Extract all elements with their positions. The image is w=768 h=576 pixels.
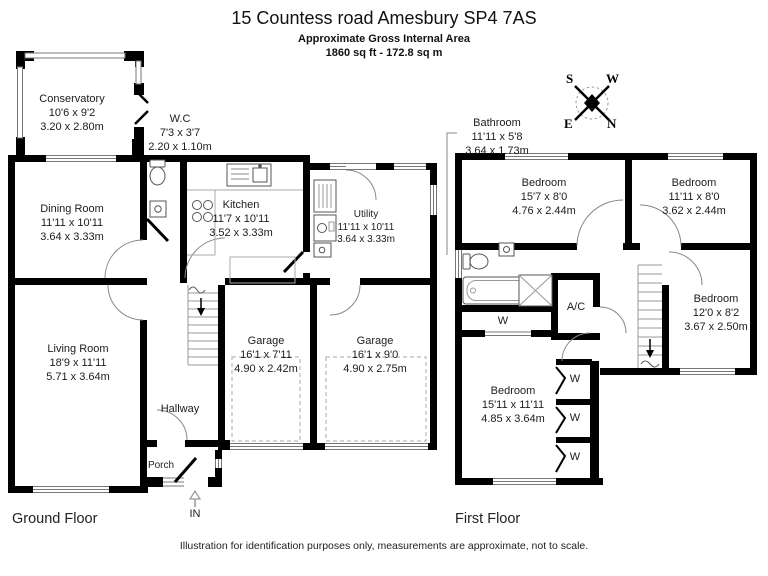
- area-value: 1860 sq ft - 172.8 sq m: [325, 47, 443, 59]
- first-floor-graphic: [446, 132, 757, 485]
- utility-appliance-icons: [313, 179, 337, 258]
- ground-door-arcs: [104, 169, 377, 441]
- shower-icon: [518, 274, 553, 307]
- room-label-bedroom-front-right: Bedroom 11'11 x 8'0 3.62 x 2.44m: [662, 177, 726, 217]
- conservatory-glazing: [17, 52, 142, 139]
- ground-door-leaves: [145, 217, 305, 483]
- first-windows: [455, 153, 735, 485]
- first-floor-plan: Bathroom 11'11 x 5'8 3.64 x 1.73m Bedroo…: [443, 115, 768, 495]
- entrance-arrow: [188, 489, 202, 507]
- area-label: Approximate Gross Internal Area: [298, 33, 470, 45]
- bathtub-icon: [462, 276, 532, 305]
- entrance-label: IN: [189, 508, 201, 520]
- wardrobe-label-bathroom-strip: W: [497, 315, 509, 327]
- bathroom-basin-icon: [498, 242, 515, 257]
- bathroom-toilet-icon: [462, 253, 489, 270]
- page-title: 15 Countess road Amesbury SP4 7AS: [231, 8, 537, 28]
- wardrobe-label-3: W: [569, 451, 581, 463]
- room-label-wc: W.C 7'3 x 3'7 2.20 x 1.10m: [148, 113, 212, 153]
- kitchen-hob-icon: [192, 200, 213, 222]
- compass-star-icon: [574, 85, 610, 121]
- first-stairs: [637, 264, 662, 368]
- compass-west: W: [606, 71, 619, 86]
- first-stairs-arrow: [640, 339, 660, 368]
- ground-floor-plan: Conservatory 10'6 x 9'2 3.20 x 2.80m W.C…: [8, 45, 440, 520]
- kitchen-sink-icon: [226, 163, 272, 187]
- compass: S W E N: [553, 63, 631, 141]
- disclaimer-text: Illustration for identification purposes…: [179, 540, 589, 552]
- compass-east: E: [564, 116, 573, 131]
- ground-stairs-arrow: [188, 286, 206, 316]
- room-label-living-room: Living Room 18'9 x 11'11 5.71 x 3.64m: [46, 343, 110, 383]
- wc-toilet-icon: [149, 159, 166, 186]
- ground-floor-graphic: [8, 51, 437, 507]
- wardrobe-bifold-doors: [555, 366, 567, 473]
- room-label-conservatory: Conservatory 10'6 x 9'2 3.20 x 2.80m: [39, 93, 105, 133]
- first-floor-label: First Floor: [455, 511, 521, 527]
- ground-stairs: [187, 285, 218, 366]
- wc-basin-icon: [149, 200, 167, 218]
- room-label-bathroom: Bathroom 11'11 x 5'8 3.64 x 1.73m: [465, 117, 529, 157]
- first-door-arcs: [561, 199, 703, 362]
- wardrobe-label-2: W: [569, 412, 581, 424]
- room-label-bedroom-front-left: Bedroom 15'7 x 8'0 4.76 x 2.44m: [512, 177, 576, 217]
- utility-door-gap: [346, 163, 376, 170]
- room-label-ac: A/C: [566, 301, 586, 313]
- compass-south: S: [566, 71, 574, 86]
- room-label-garage-right: Garage 16'1 x 9'0 4.90 x 2.75m: [343, 335, 407, 375]
- compass-north: N: [607, 116, 617, 131]
- kitchen-counters: [187, 189, 303, 284]
- room-label-kitchen: Kitchen 11'7 x 10'11 3.52 x 3.33m: [209, 199, 273, 239]
- ground-windows: [33, 155, 437, 493]
- bathroom-leader-line: [446, 132, 457, 255]
- garage-door-outlines: [231, 356, 427, 442]
- room-label-utility: Utility 11'11 x 10'11 3.64 x 3.33m: [337, 209, 395, 246]
- room-label-garage-left: Garage 16'1 x 7'11 4.90 x 2.42m: [234, 335, 298, 375]
- room-label-dining-room: Dining Room 11'11 x 10'11 3.64 x 3.33m: [40, 203, 104, 243]
- ground-floor-label: Ground Floor: [12, 511, 98, 527]
- room-label-bedroom-right: Bedroom 12'0 x 8'2 3.67 x 2.50m: [684, 293, 748, 333]
- room-label-hallway: Hallway: [160, 403, 200, 415]
- room-label-bedroom-rear: Bedroom 15'11 x 11'11 4.85 x 3.64m: [481, 385, 545, 425]
- conservatory-doors: [134, 89, 149, 125]
- wardrobe-label-1: W: [569, 373, 581, 385]
- room-label-porch: Porch: [147, 460, 175, 471]
